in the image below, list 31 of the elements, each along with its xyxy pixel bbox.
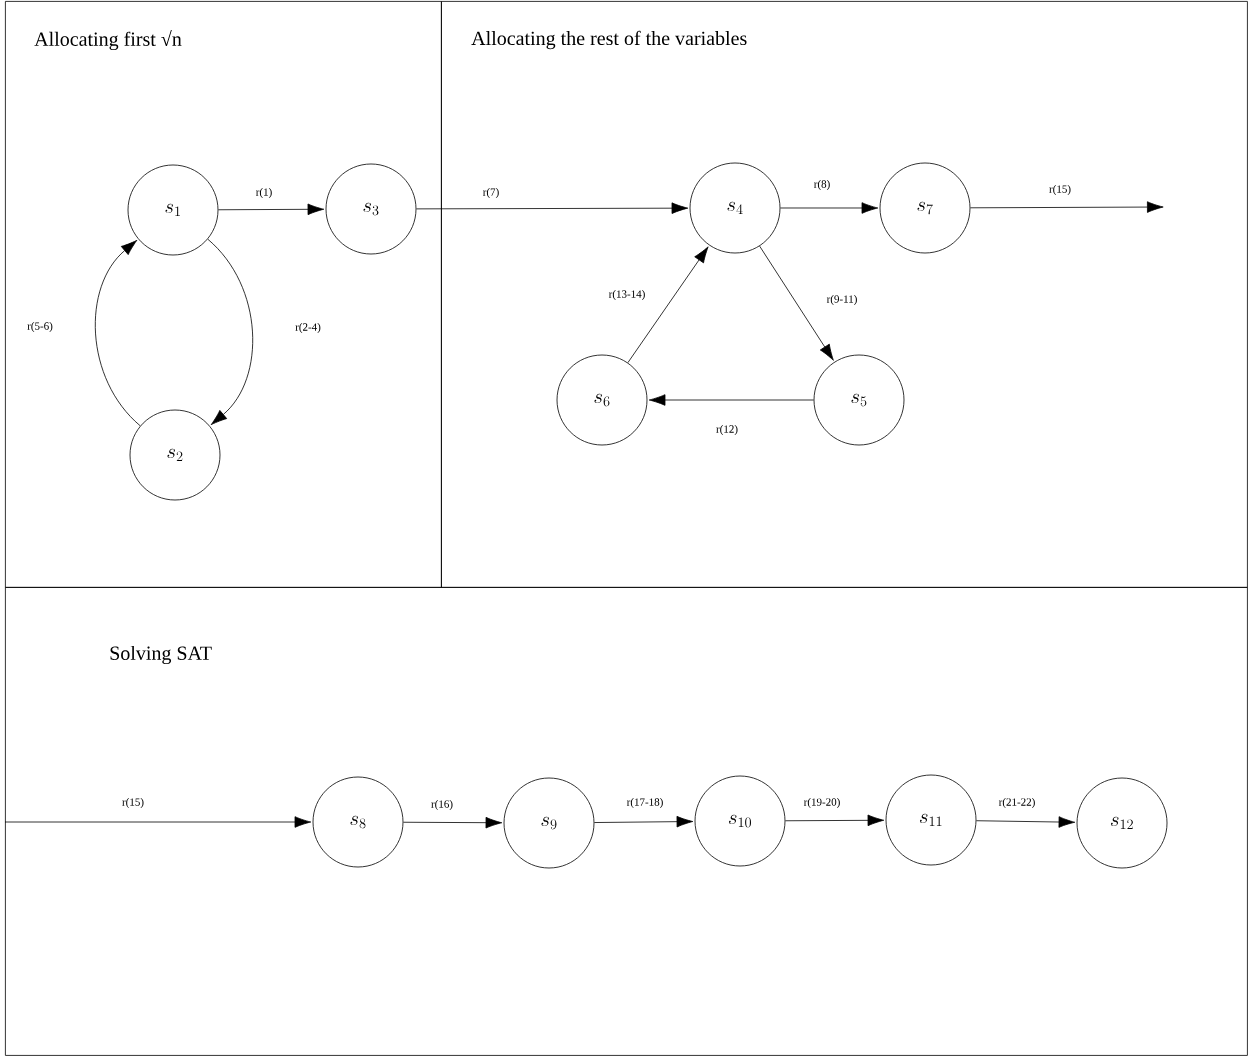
edge-label: r(2-4)	[294, 322, 322, 334]
arrow	[627, 246, 709, 364]
arrow	[976, 816, 1076, 828]
arrow	[403, 816, 503, 829]
panel-heading: Allocating first √n	[34, 29, 182, 51]
arrow	[218, 203, 325, 216]
edge-label: r(17-18)	[625, 797, 665, 809]
arrow	[207, 238, 253, 426]
arrow	[4, 816, 312, 828]
edge-label: r(19-20)	[802, 797, 842, 809]
edge-label: r(21-22)	[997, 797, 1037, 809]
edge-label: r(8)	[812, 179, 832, 191]
arrow	[594, 815, 694, 828]
edge-label: r(13-14)	[607, 289, 647, 301]
arrow	[648, 394, 814, 406]
arrow	[759, 245, 834, 361]
arrow	[970, 201, 1164, 213]
edge-label: r(1)	[254, 187, 274, 199]
edge-label: r(15)	[121, 797, 145, 809]
edge-label: r(15)	[1048, 184, 1072, 196]
arrow	[785, 814, 885, 827]
panel-heading: Allocating the rest of the variables	[471, 30, 747, 50]
arrow	[780, 202, 879, 214]
edge-label: r(16)	[430, 799, 454, 811]
edge-label: r(9-11)	[825, 294, 859, 306]
edge-label: r(7)	[481, 187, 501, 199]
arrow	[416, 202, 689, 214]
edge-label: r(12)	[715, 424, 739, 436]
edge-label: r(5-6)	[26, 321, 54, 333]
panel-heading: Solving SAT	[110, 645, 212, 665]
arrow	[95, 239, 141, 427]
